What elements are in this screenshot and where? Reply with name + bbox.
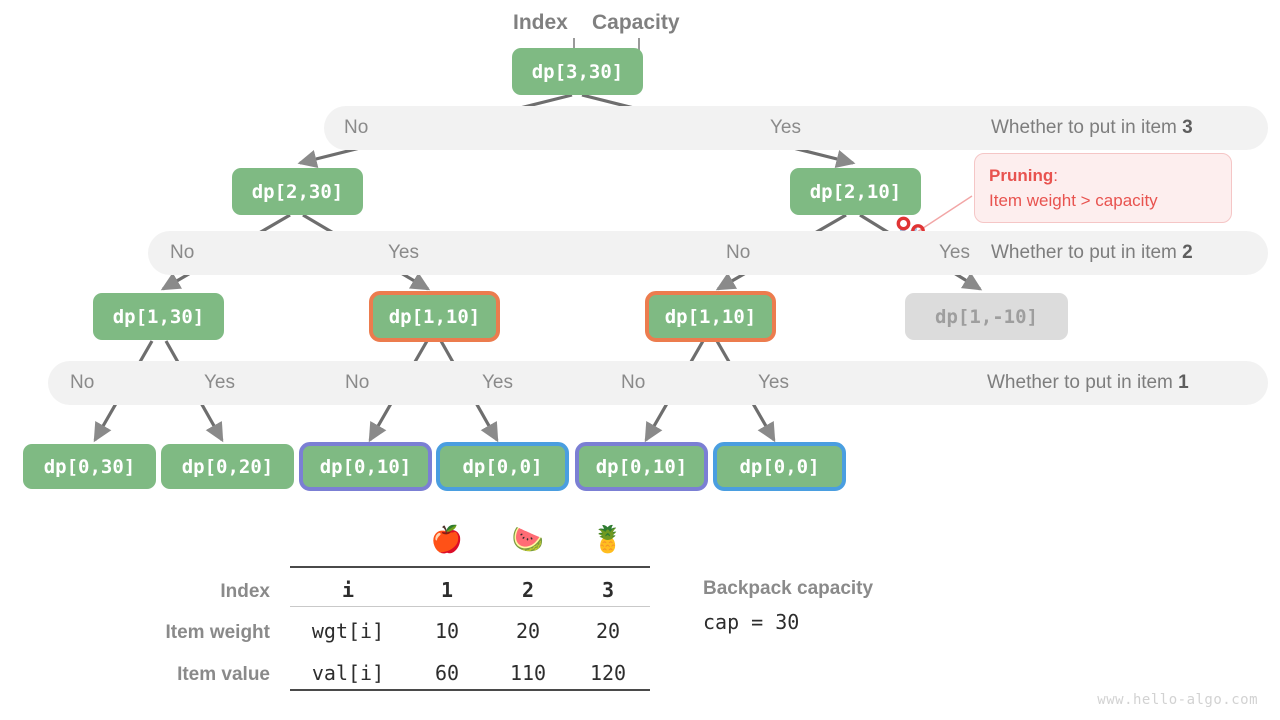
pruning-title-colon: : <box>1053 166 1058 185</box>
level-title-item-number: 2 <box>1182 242 1193 263</box>
tree-node-dp-1-10-b[interactable]: dp[1,10] <box>645 291 776 342</box>
tree-node-dp-1-10-a[interactable]: dp[1,10] <box>369 291 500 342</box>
table-cell-val-3: 120 <box>589 661 627 685</box>
level-title-item-number: 1 <box>1178 372 1189 393</box>
level-title-text: Whether to put in item <box>991 242 1183 263</box>
branch-label-no-2: No <box>345 372 370 393</box>
table-cell-index-3: 3 <box>601 578 615 602</box>
emoji-watermelon: 🍉 <box>511 524 545 554</box>
tree-node-dp-3-30[interactable]: dp[3,30] <box>512 48 643 95</box>
level-bar-item-3: No Yes Whether to put in item 3 <box>324 106 1268 150</box>
branch-label-no: No <box>170 242 195 263</box>
level-bar-item-1: No Yes No Yes No Yes Whether to put in i… <box>48 361 1268 405</box>
table-cell-wgt-3: 20 <box>595 619 621 643</box>
emoji-apple: 🍎 <box>430 524 464 554</box>
table-cell-wgt-2: 20 <box>515 619 541 643</box>
table-cell-val-1: 60 <box>434 661 460 685</box>
branch-label-yes: Yes <box>204 372 235 393</box>
level-title-text: Whether to put in item <box>991 117 1183 138</box>
level-title-item-3: Whether to put in item 3 <box>991 117 1193 139</box>
capacity-header-label: Capacity <box>592 11 680 34</box>
table-cell-val-2: 110 <box>509 661 547 685</box>
table-rule-mid <box>290 606 650 607</box>
table-row-label-item-value: Item value <box>177 664 270 685</box>
table-row-label-index: Index <box>220 581 270 602</box>
level-title-item-1: Whether to put in item 1 <box>987 372 1189 394</box>
branch-label-yes: Yes <box>388 242 419 263</box>
table-row-label-item-weight: Item weight <box>165 622 270 643</box>
branch-label-yes-2: Yes <box>482 372 513 393</box>
tree-node-dp-0-10-b[interactable]: dp[0,10] <box>575 442 708 491</box>
emoji-pineapple: 🍍 <box>591 524 625 554</box>
table-cell-wgt-name: wgt[i] <box>311 619 385 643</box>
level-title-item-number: 3 <box>1182 117 1193 138</box>
pruning-callout: Pruning: Item weight > capacity <box>974 153 1232 223</box>
tree-node-dp-2-30[interactable]: dp[2,30] <box>232 168 363 215</box>
branch-label-no: No <box>70 372 95 393</box>
table-rule-bottom <box>290 689 650 691</box>
tree-node-dp-0-10-a[interactable]: dp[0,10] <box>299 442 432 491</box>
table-rule-top <box>290 566 650 568</box>
branch-label-no-2: No <box>726 242 751 263</box>
level-title-text: Whether to put in item <box>987 372 1179 393</box>
tree-node-dp-0-0-a[interactable]: dp[0,0] <box>436 442 569 491</box>
index-header-label: Index <box>513 11 568 34</box>
pruning-callout-title: Pruning: <box>989 163 1217 188</box>
tree-node-dp-0-30[interactable]: dp[0,30] <box>23 444 156 489</box>
branch-label-yes-3: Yes <box>758 372 789 393</box>
watermark: www.hello-algo.com <box>1097 692 1258 708</box>
backpack-capacity-note: Backpack capacity cap = 30 <box>703 578 873 634</box>
tree-node-dp-1-30[interactable]: dp[1,30] <box>93 293 224 340</box>
table-cell-wgt-1: 10 <box>434 619 460 643</box>
table-cell-index-2: 2 <box>521 578 535 602</box>
tree-node-dp-2-10[interactable]: dp[2,10] <box>790 168 921 215</box>
table-cell-val-name: val[i] <box>311 661 385 685</box>
pruning-title-text: Pruning <box>989 166 1054 185</box>
branch-label-yes-2: Yes <box>939 242 970 263</box>
pruning-callout-body: Item weight > capacity <box>989 191 1158 210</box>
level-title-item-2: Whether to put in item 2 <box>991 242 1193 264</box>
branch-label-no-3: No <box>621 372 646 393</box>
level-bar-item-2: No Yes No Yes Whether to put in item 2 <box>148 231 1268 275</box>
branch-label-no: No <box>344 117 369 138</box>
table-cell-i-name: i <box>341 578 355 602</box>
tree-node-dp-0-20[interactable]: dp[0,20] <box>161 444 294 489</box>
backpack-capacity-code: cap = 30 <box>703 610 800 634</box>
tree-node-dp-1-neg10-pruned[interactable]: dp[1,-10] <box>905 293 1068 340</box>
tree-node-dp-0-0-b[interactable]: dp[0,0] <box>713 442 846 491</box>
backpack-capacity-caption: Backpack capacity <box>703 578 874 599</box>
branch-label-yes: Yes <box>770 117 801 138</box>
table-cell-index-1: 1 <box>440 578 454 602</box>
